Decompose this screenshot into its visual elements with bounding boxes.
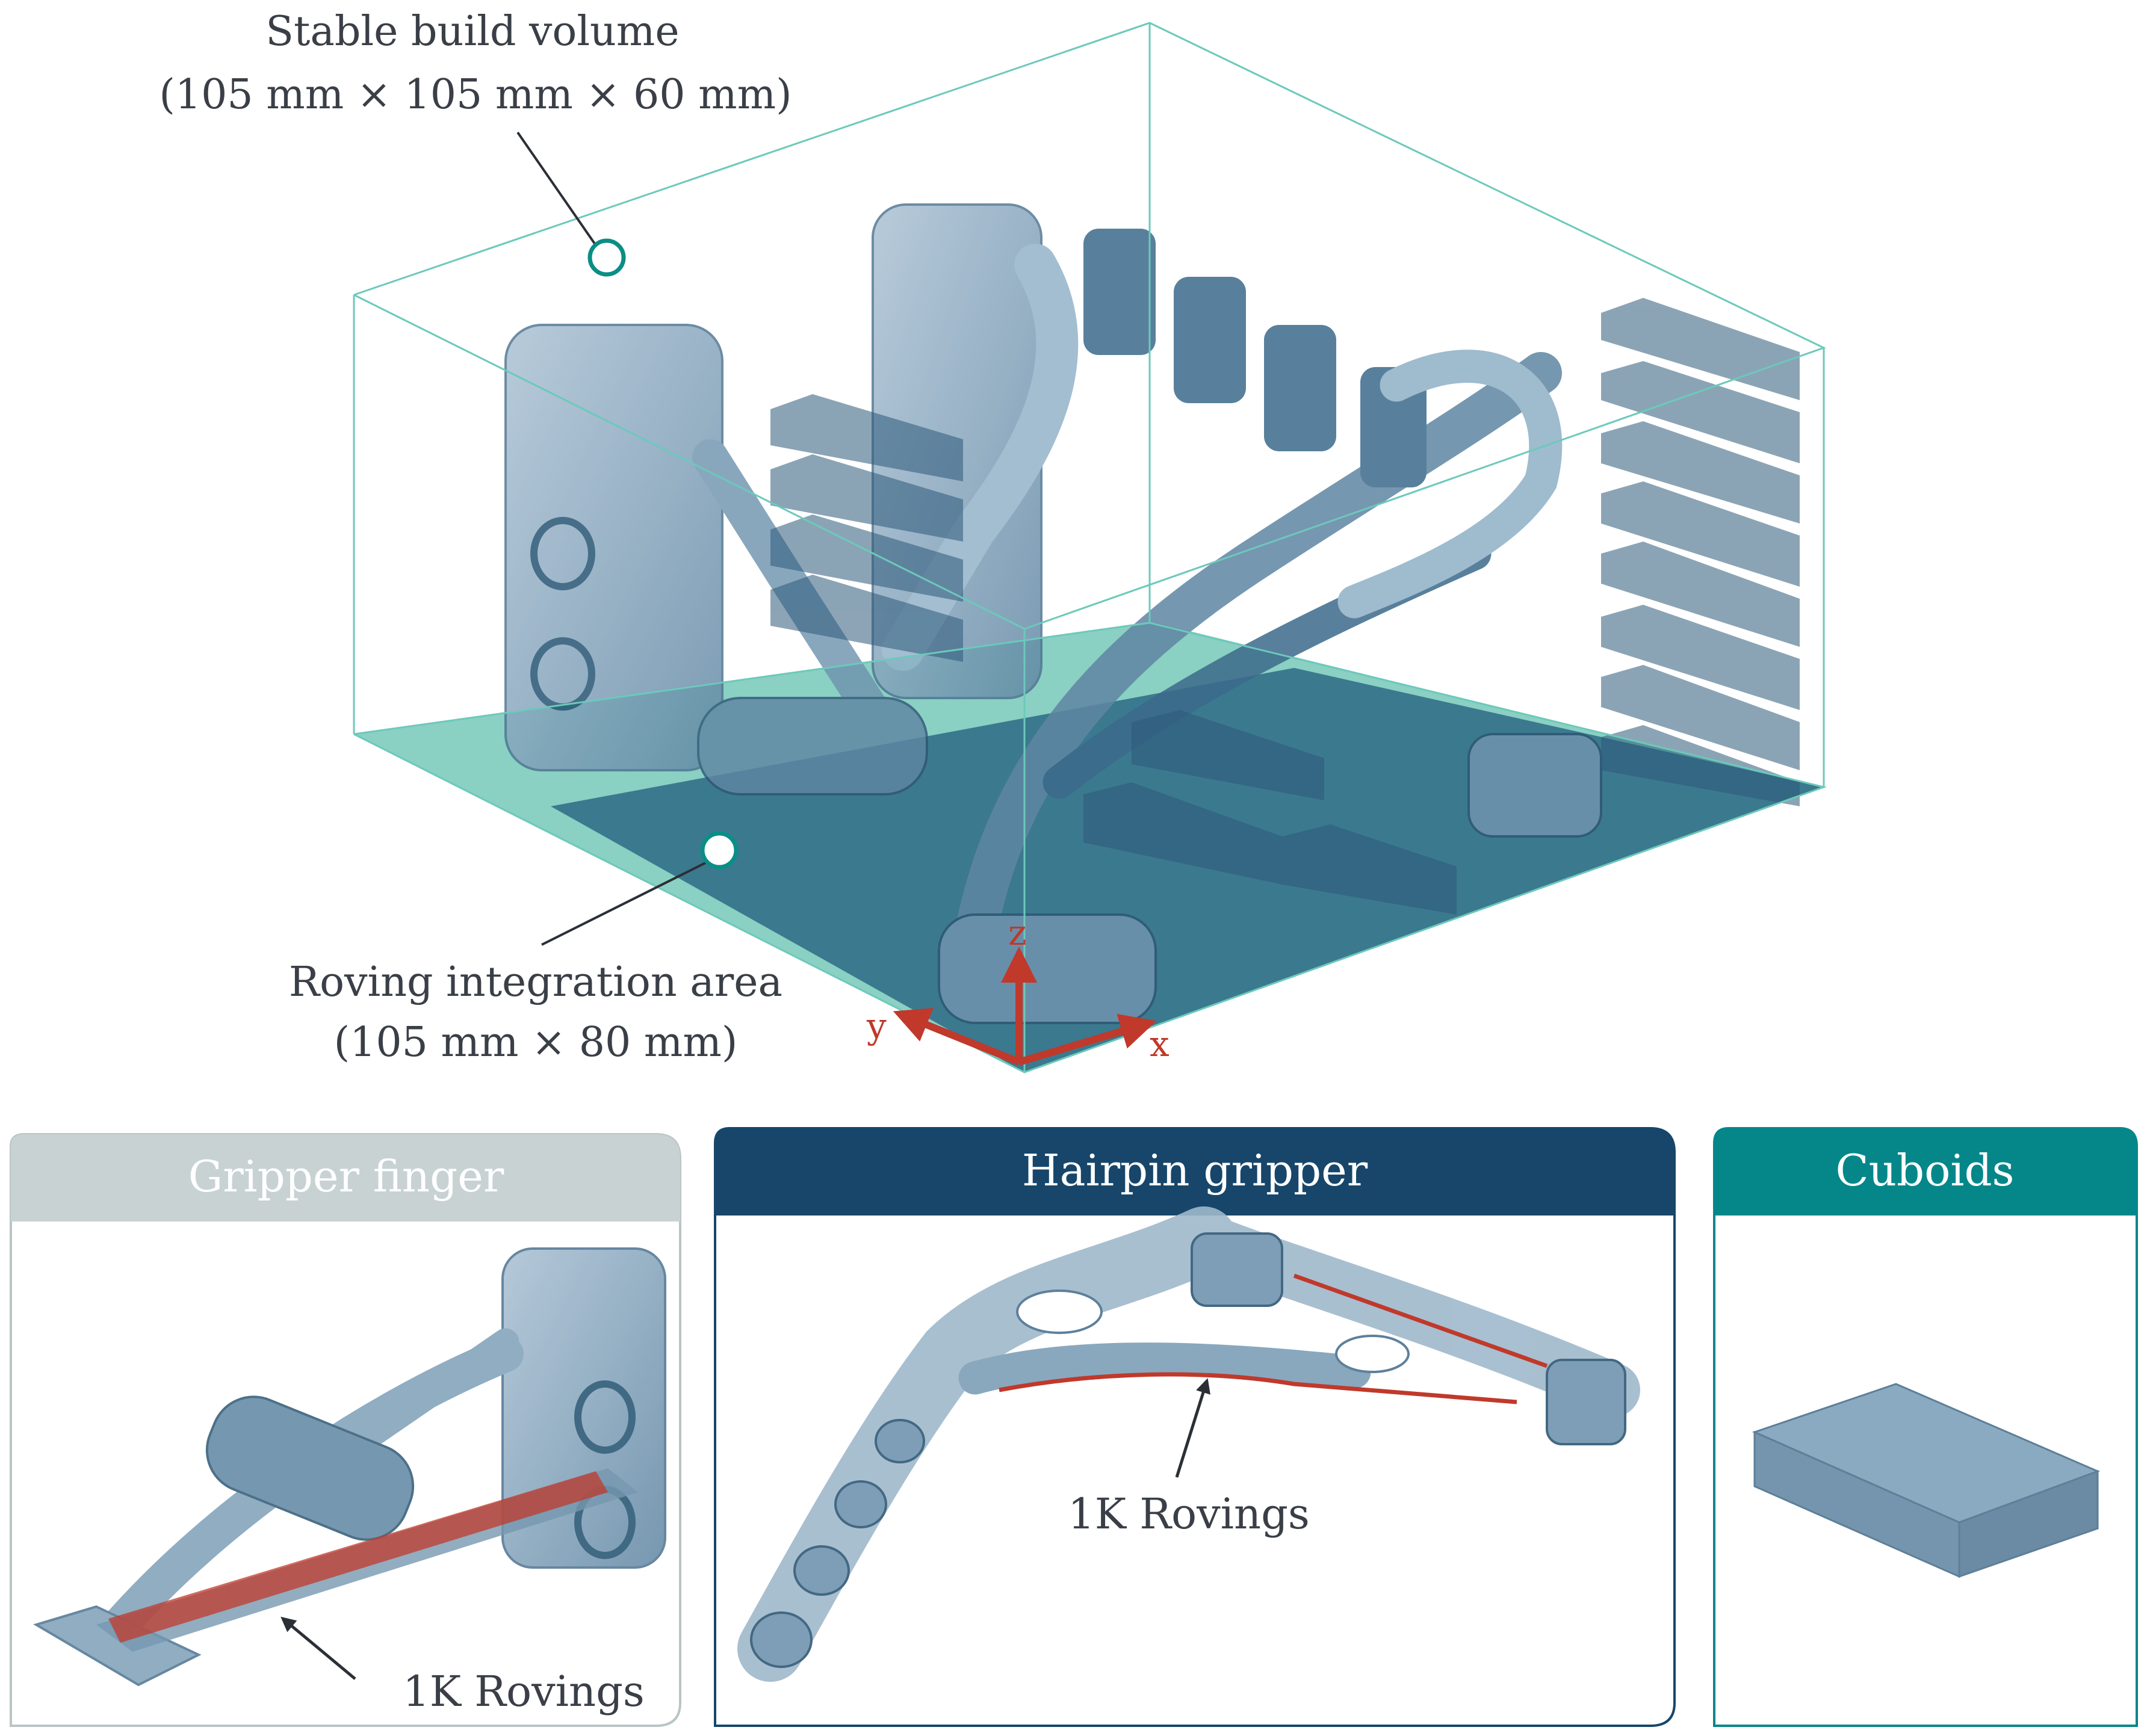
roving-area-dimensions: (105 mm × 80 mm) <box>334 1019 738 1066</box>
gripper-finger-rovings-label: 1K Rovings <box>403 1667 645 1716</box>
coordinate-axes: z x y <box>866 912 1170 1066</box>
panel-gripper-finger: Gripper finger 1K Rovings <box>10 1133 681 1727</box>
hairpin-gripper-rovings-lower <box>999 1372 1517 1404</box>
build-volume-box <box>353 22 1827 1073</box>
panel-cuboids-header <box>1714 1128 2137 1216</box>
panel-cuboids: Cuboids <box>1713 1127 2138 1727</box>
y-axis-label: y <box>866 1005 887 1046</box>
roving-area-marker <box>700 831 739 870</box>
x-axis-label: x <box>1150 1024 1170 1064</box>
panel-hairpin-gripper-header <box>715 1128 1675 1216</box>
build-volume-title: Stable build volume <box>265 8 679 55</box>
gripper-finger-rovings-leader <box>280 1616 356 1680</box>
cuboid-stacks <box>770 298 1800 915</box>
build-volume-marker <box>587 238 626 277</box>
cuboid-model <box>1752 1383 2101 1578</box>
roving-area-leader <box>541 859 711 946</box>
roving-area-title: Roving integration area <box>289 959 782 1006</box>
hairpin-gripper-rovings-upper <box>1293 1273 1548 1368</box>
gripper-finger-rovings <box>108 1471 608 1643</box>
hairpin-gripper-rovings-label: 1K Rovings <box>1068 1489 1310 1539</box>
gripper-finger-parts <box>504 203 1079 795</box>
build-scene: z x y Stable build volume (105 mm × 105 … <box>159 8 1827 1073</box>
panel-gripper-finger-title: Gripper finger <box>188 1151 504 1202</box>
hairpin-gripper-rovings-leader <box>1175 1378 1210 1478</box>
build-volume-leader <box>516 131 600 251</box>
panel-gripper-finger-header <box>11 1134 680 1222</box>
hairpin-gripper-parts <box>938 229 1602 1024</box>
build-volume-dimensions: (105 mm × 105 mm × 60 mm) <box>159 71 792 119</box>
z-axis-label: z <box>1008 912 1027 953</box>
y-axis-arrow <box>893 1008 1021 1066</box>
panel-hairpin-gripper-title: Hairpin gripper <box>1022 1145 1368 1196</box>
panel-cuboids-title: Cuboids <box>1836 1145 2015 1196</box>
panel-hairpin-gripper: Hairpin gripper 1K Rovings <box>714 1127 1676 1727</box>
hairpin-gripper-model <box>737 1206 1640 1682</box>
x-axis-arrow <box>1018 1014 1157 1066</box>
